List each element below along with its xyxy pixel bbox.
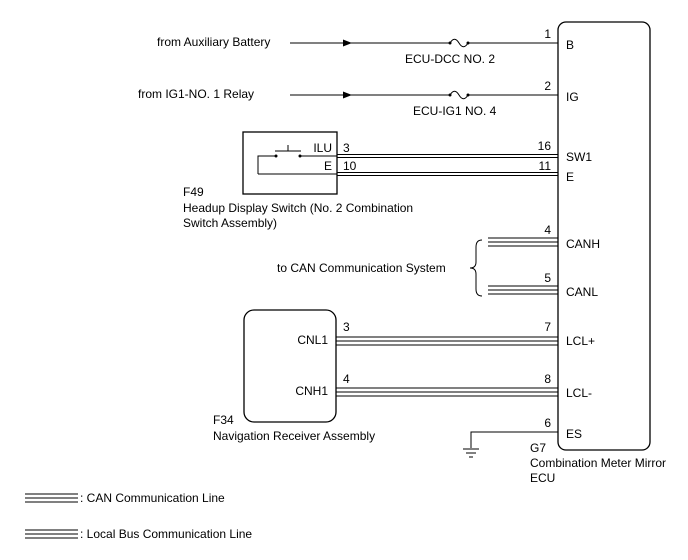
switch-icon xyxy=(257,145,337,175)
terminal-label-canl: CANL xyxy=(566,285,598,299)
nav-pin-num-4: 4 xyxy=(343,372,350,386)
terminal-label-es: ES xyxy=(566,427,582,441)
can-line-canh xyxy=(488,237,558,247)
terminal-num-7: 7 xyxy=(544,320,551,334)
source-aux-battery: from Auxiliary Battery xyxy=(157,35,270,49)
nav-code: F34 xyxy=(213,413,234,427)
switch-pin-num-10: 10 xyxy=(343,159,357,173)
brace-icon xyxy=(469,239,483,297)
terminal-label-lcl-minus: LCL- xyxy=(566,386,592,400)
arrow-icon xyxy=(343,91,352,99)
legend-local-symbol xyxy=(25,529,78,539)
wire-es xyxy=(470,431,558,448)
can-line-canl xyxy=(488,285,558,295)
terminal-label-lcl-plus: LCL+ xyxy=(566,334,595,348)
legend-can-symbol xyxy=(25,493,78,503)
switch-pin-e: E xyxy=(324,159,332,173)
legend-can-label: : CAN Communication Line xyxy=(80,491,225,505)
nav-pin-cnh1: CNH1 xyxy=(295,384,328,398)
terminal-num-6: 6 xyxy=(544,416,551,430)
ecu-code: G7 xyxy=(530,441,546,455)
terminal-num-2: 2 xyxy=(544,79,551,93)
terminal-num-1: 1 xyxy=(544,27,551,41)
fuse-ecu-ig1-label: ECU-IG1 NO. 4 xyxy=(413,104,497,118)
switch-box xyxy=(242,131,338,195)
ecu-name-line1: Combination Meter Mirror xyxy=(530,456,666,470)
switch-name-line1: Headup Display Switch (No. 2 Combination xyxy=(183,201,413,215)
fuse-ecu-dcc-label: ECU-DCC NO. 2 xyxy=(405,52,495,66)
local-bus-line-lcl-minus xyxy=(336,387,558,397)
nav-pin-num-3: 3 xyxy=(343,320,350,334)
terminal-num-8: 8 xyxy=(544,372,551,386)
terminal-num-5: 5 xyxy=(544,271,551,285)
ecu-box xyxy=(557,21,651,451)
terminal-num-4: 4 xyxy=(544,223,551,237)
local-bus-line-lcl-plus xyxy=(336,336,558,346)
terminal-label-sw1: SW1 xyxy=(566,150,592,164)
source-ig1-relay: from IG1-NO. 1 Relay xyxy=(138,87,254,101)
terminal-label-canh: CANH xyxy=(566,237,600,251)
ground-icon xyxy=(463,448,479,458)
ecu-name-line2: ECU xyxy=(530,471,555,485)
terminal-num-16: 16 xyxy=(538,139,552,153)
switch-code: F49 xyxy=(183,185,204,199)
fuse-icon xyxy=(446,38,472,48)
terminal-label-ig: IG xyxy=(566,90,579,104)
legend-local-label: : Local Bus Communication Line xyxy=(80,527,252,541)
can-system-label: to CAN Communication System xyxy=(277,261,446,275)
arrow-icon xyxy=(343,39,352,47)
switch-name-line2: Switch Assembly) xyxy=(183,216,277,230)
terminal-num-11: 11 xyxy=(539,159,552,173)
nav-pin-cnl1: CNL1 xyxy=(297,333,328,347)
fuse-icon xyxy=(446,90,472,100)
terminal-label-b: B xyxy=(566,38,574,52)
switch-pin-ilu: ILU xyxy=(313,141,332,155)
nav-box xyxy=(243,309,337,423)
terminal-label-e: E xyxy=(566,170,574,184)
nav-name: Navigation Receiver Assembly xyxy=(213,429,375,443)
switch-pin-num-3: 3 xyxy=(343,141,350,155)
